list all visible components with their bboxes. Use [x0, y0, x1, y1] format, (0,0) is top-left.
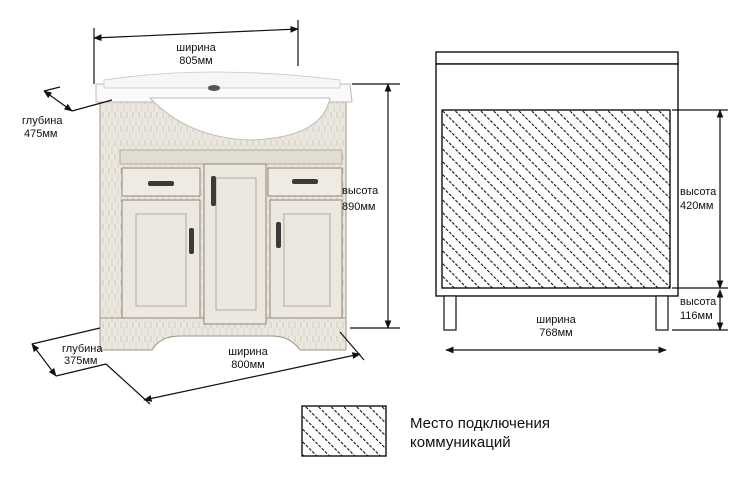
legend-line-1: Место подключения	[410, 415, 550, 432]
height-label: высота	[342, 185, 379, 197]
rear-width-label: ширина	[536, 314, 576, 326]
centre-door-handle	[211, 176, 216, 206]
left-door	[121, 199, 201, 319]
rear-view	[435, 51, 679, 331]
left-door-handle	[189, 228, 194, 254]
rear-countertop	[435, 51, 679, 65]
zone-height-value: 420мм	[680, 200, 713, 212]
rear-dimensions	[445, 109, 728, 354]
legend: Место подключения коммуникаций	[301, 405, 550, 457]
right-door-handle	[276, 222, 281, 248]
depth-bottom-value: 375мм	[64, 355, 97, 367]
front-dimension-labels: ширина 805мм глубина 475мм высота 890мм …	[22, 42, 379, 371]
front-dimensions	[31, 20, 400, 405]
centre-door-panel	[215, 177, 257, 311]
width-bottom-label: ширина	[228, 346, 268, 358]
rear-dimension-labels: высота 420мм высота 116мм ширина 768мм	[536, 186, 717, 339]
width-top-value: 805мм	[179, 55, 212, 67]
zone-height-label: высота	[680, 186, 717, 198]
rear-leg-left	[443, 295, 457, 331]
right-door-panel	[283, 213, 331, 307]
depth-top-label: глубина	[22, 115, 63, 127]
rear-leg-right	[655, 295, 669, 331]
communications-zone	[441, 109, 671, 289]
right-door	[269, 199, 343, 319]
tap-hole-icon	[208, 85, 220, 91]
legend-line-2: коммуникаций	[410, 434, 511, 451]
sink-back	[103, 71, 341, 89]
vanity-cabinet	[95, 71, 353, 351]
legend-hatch-swatch	[301, 405, 387, 457]
left-door-panel	[135, 213, 187, 307]
width-bottom-value: 800мм	[231, 359, 264, 371]
leg-height-value: 116мм	[680, 310, 713, 322]
left-drawer-handle	[148, 181, 174, 186]
depth-top-value: 475мм	[24, 128, 57, 140]
right-drawer-handle	[292, 179, 318, 184]
cabinet-plinth	[99, 317, 347, 351]
leg-height-label: высота	[680, 296, 717, 308]
height-value: 890мм	[342, 201, 375, 213]
cabinet-top-rail	[119, 149, 343, 165]
sink-basin	[148, 97, 331, 141]
rear-width-value: 768мм	[539, 327, 572, 339]
width-top-label: ширина	[176, 42, 216, 54]
depth-bottom-label: глубина	[62, 343, 103, 355]
